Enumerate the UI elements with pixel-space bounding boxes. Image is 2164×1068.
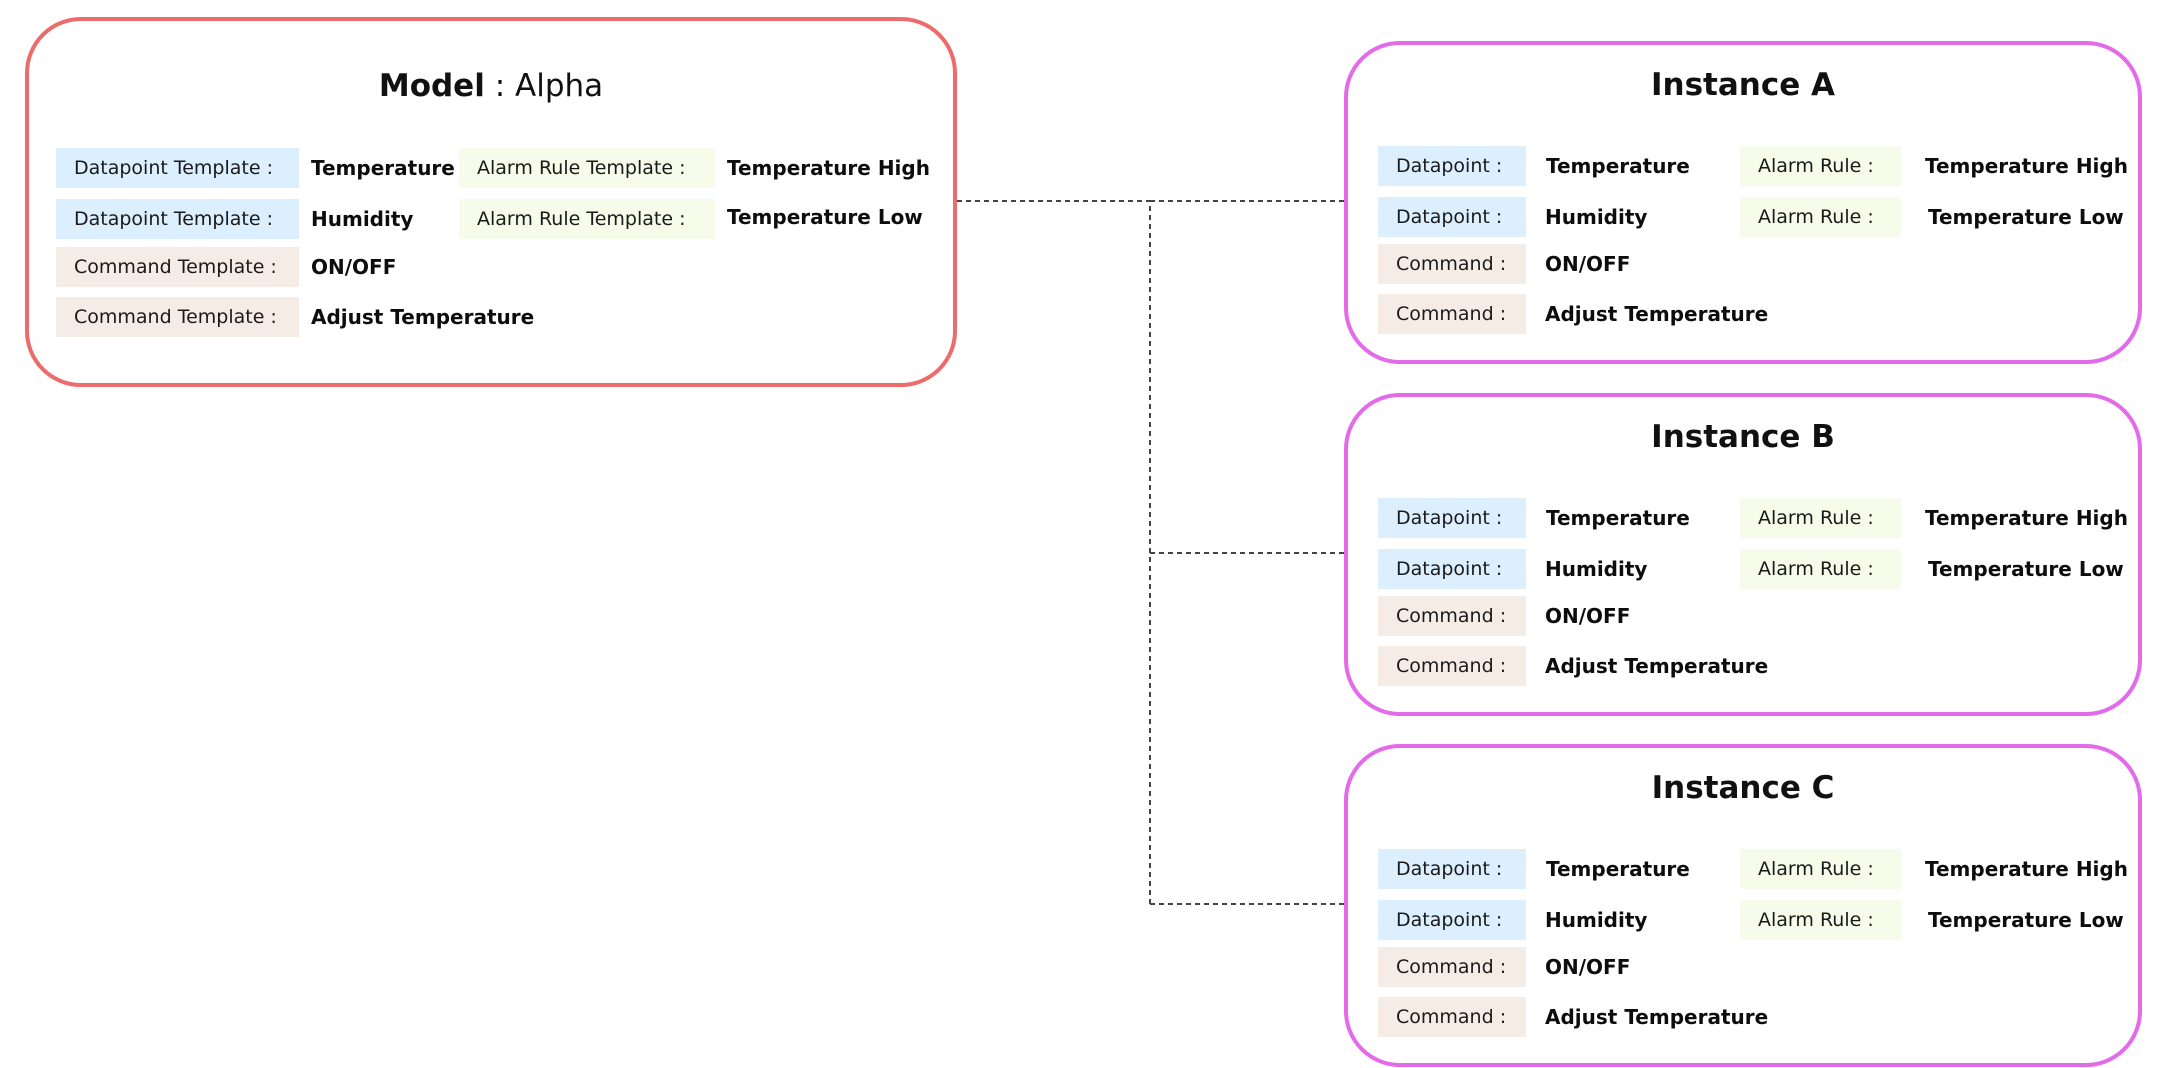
datapoint-template-label-2: Datapoint Template : [56, 199, 299, 239]
alarm-rule-template-value-2: Temperature Low [727, 205, 923, 229]
instance-c-datapoint-value-1: Temperature [1546, 857, 1690, 881]
command-template-label-1: Command Template : [56, 247, 299, 287]
datapoint-template-label-1: Datapoint Template : [56, 148, 299, 188]
instance-c-alarm-rule-label-2: Alarm Rule : [1740, 900, 1901, 940]
instance-card-c: Instance C Datapoint : Temperature Alarm… [1344, 744, 2142, 1067]
instance-b-datapoint-value-2: Humidity [1545, 557, 1648, 581]
instance-a-alarm-rule-label-1: Alarm Rule : [1740, 146, 1901, 186]
instance-a-title: Instance A [1650, 67, 1836, 103]
instance-b-command-label-1: Command : [1378, 596, 1526, 636]
instance-b-title: Instance B [1651, 419, 1835, 455]
instance-b-alarm-rule-value-2: Temperature Low [1928, 557, 2124, 581]
instance-c-datapoint-value-2: Humidity [1545, 908, 1648, 932]
instance-a-command-label-2: Command : [1378, 294, 1526, 334]
instance-c-datapoint-label-1: Datapoint : [1378, 849, 1526, 889]
instance-a-command-value-2: Adjust Temperature [1545, 302, 1769, 326]
instance-b-command-value-1: ON/OFF [1545, 604, 1631, 628]
instance-b-command-value-2: Adjust Temperature [1545, 654, 1769, 678]
instance-b-alarm-rule-label-2: Alarm Rule : [1740, 549, 1901, 589]
datapoint-template-value-2: Humidity [311, 207, 414, 231]
instance-c-command-value-1: ON/OFF [1545, 955, 1631, 979]
model-title-rest: : Alpha [484, 68, 604, 104]
instance-c-command-label-1: Command : [1378, 947, 1526, 987]
instance-c-command-label-2: Command : [1378, 997, 1526, 1037]
instance-a-datapoint-label-1: Datapoint : [1378, 146, 1526, 186]
instance-a-alarm-rule-value-1: Temperature High [1925, 154, 2128, 178]
instance-card-b: Instance B Datapoint : Temperature Alarm… [1344, 393, 2142, 716]
command-template-label-2: Command Template : [56, 297, 299, 337]
model-title-bold: Model [378, 68, 485, 104]
command-template-value-1: ON/OFF [311, 255, 397, 279]
model-card: Model : Alpha Datapoint Template : Tempe… [25, 17, 957, 387]
datapoint-template-value-1: Temperature [311, 156, 455, 180]
instance-a-datapoint-label-2: Datapoint : [1378, 197, 1526, 237]
alarm-rule-template-value-1: Temperature High [727, 156, 930, 180]
instance-a-datapoint-value-1: Temperature [1546, 154, 1690, 178]
instance-b-datapoint-value-1: Temperature [1546, 506, 1690, 530]
instance-card-a: Instance A Datapoint : Temperature Alarm… [1344, 41, 2142, 364]
command-template-value-2: Adjust Temperature [311, 305, 535, 329]
instance-b-alarm-rule-label-1: Alarm Rule : [1740, 498, 1901, 538]
instance-c-alarm-rule-value-1: Temperature High [1925, 857, 2128, 881]
instance-c-title: Instance C [1651, 770, 1835, 806]
instance-c-alarm-rule-label-1: Alarm Rule : [1740, 849, 1901, 889]
instance-a-alarm-rule-value-2: Temperature Low [1928, 205, 2124, 229]
instance-a-command-value-1: ON/OFF [1545, 252, 1631, 276]
instance-c-alarm-rule-value-2: Temperature Low [1928, 908, 2124, 932]
instance-c-datapoint-label-2: Datapoint : [1378, 900, 1526, 940]
alarm-rule-template-label-1: Alarm Rule Template : [459, 148, 715, 188]
instance-a-alarm-rule-label-2: Alarm Rule : [1740, 197, 1901, 237]
instance-a-command-label-1: Command : [1378, 244, 1526, 284]
alarm-rule-template-label-2: Alarm Rule Template : [459, 199, 715, 239]
connector-model-trunk [957, 200, 1151, 904]
model-title: Model : Alpha [29, 66, 953, 106]
instance-c-command-value-2: Adjust Temperature [1545, 1005, 1769, 1029]
instance-b-datapoint-label-2: Datapoint : [1378, 549, 1526, 589]
instance-b-datapoint-label-1: Datapoint : [1378, 498, 1526, 538]
instance-a-datapoint-value-2: Humidity [1545, 205, 1648, 229]
instance-b-command-label-2: Command : [1378, 646, 1526, 686]
instance-b-alarm-rule-value-1: Temperature High [1925, 506, 2128, 530]
